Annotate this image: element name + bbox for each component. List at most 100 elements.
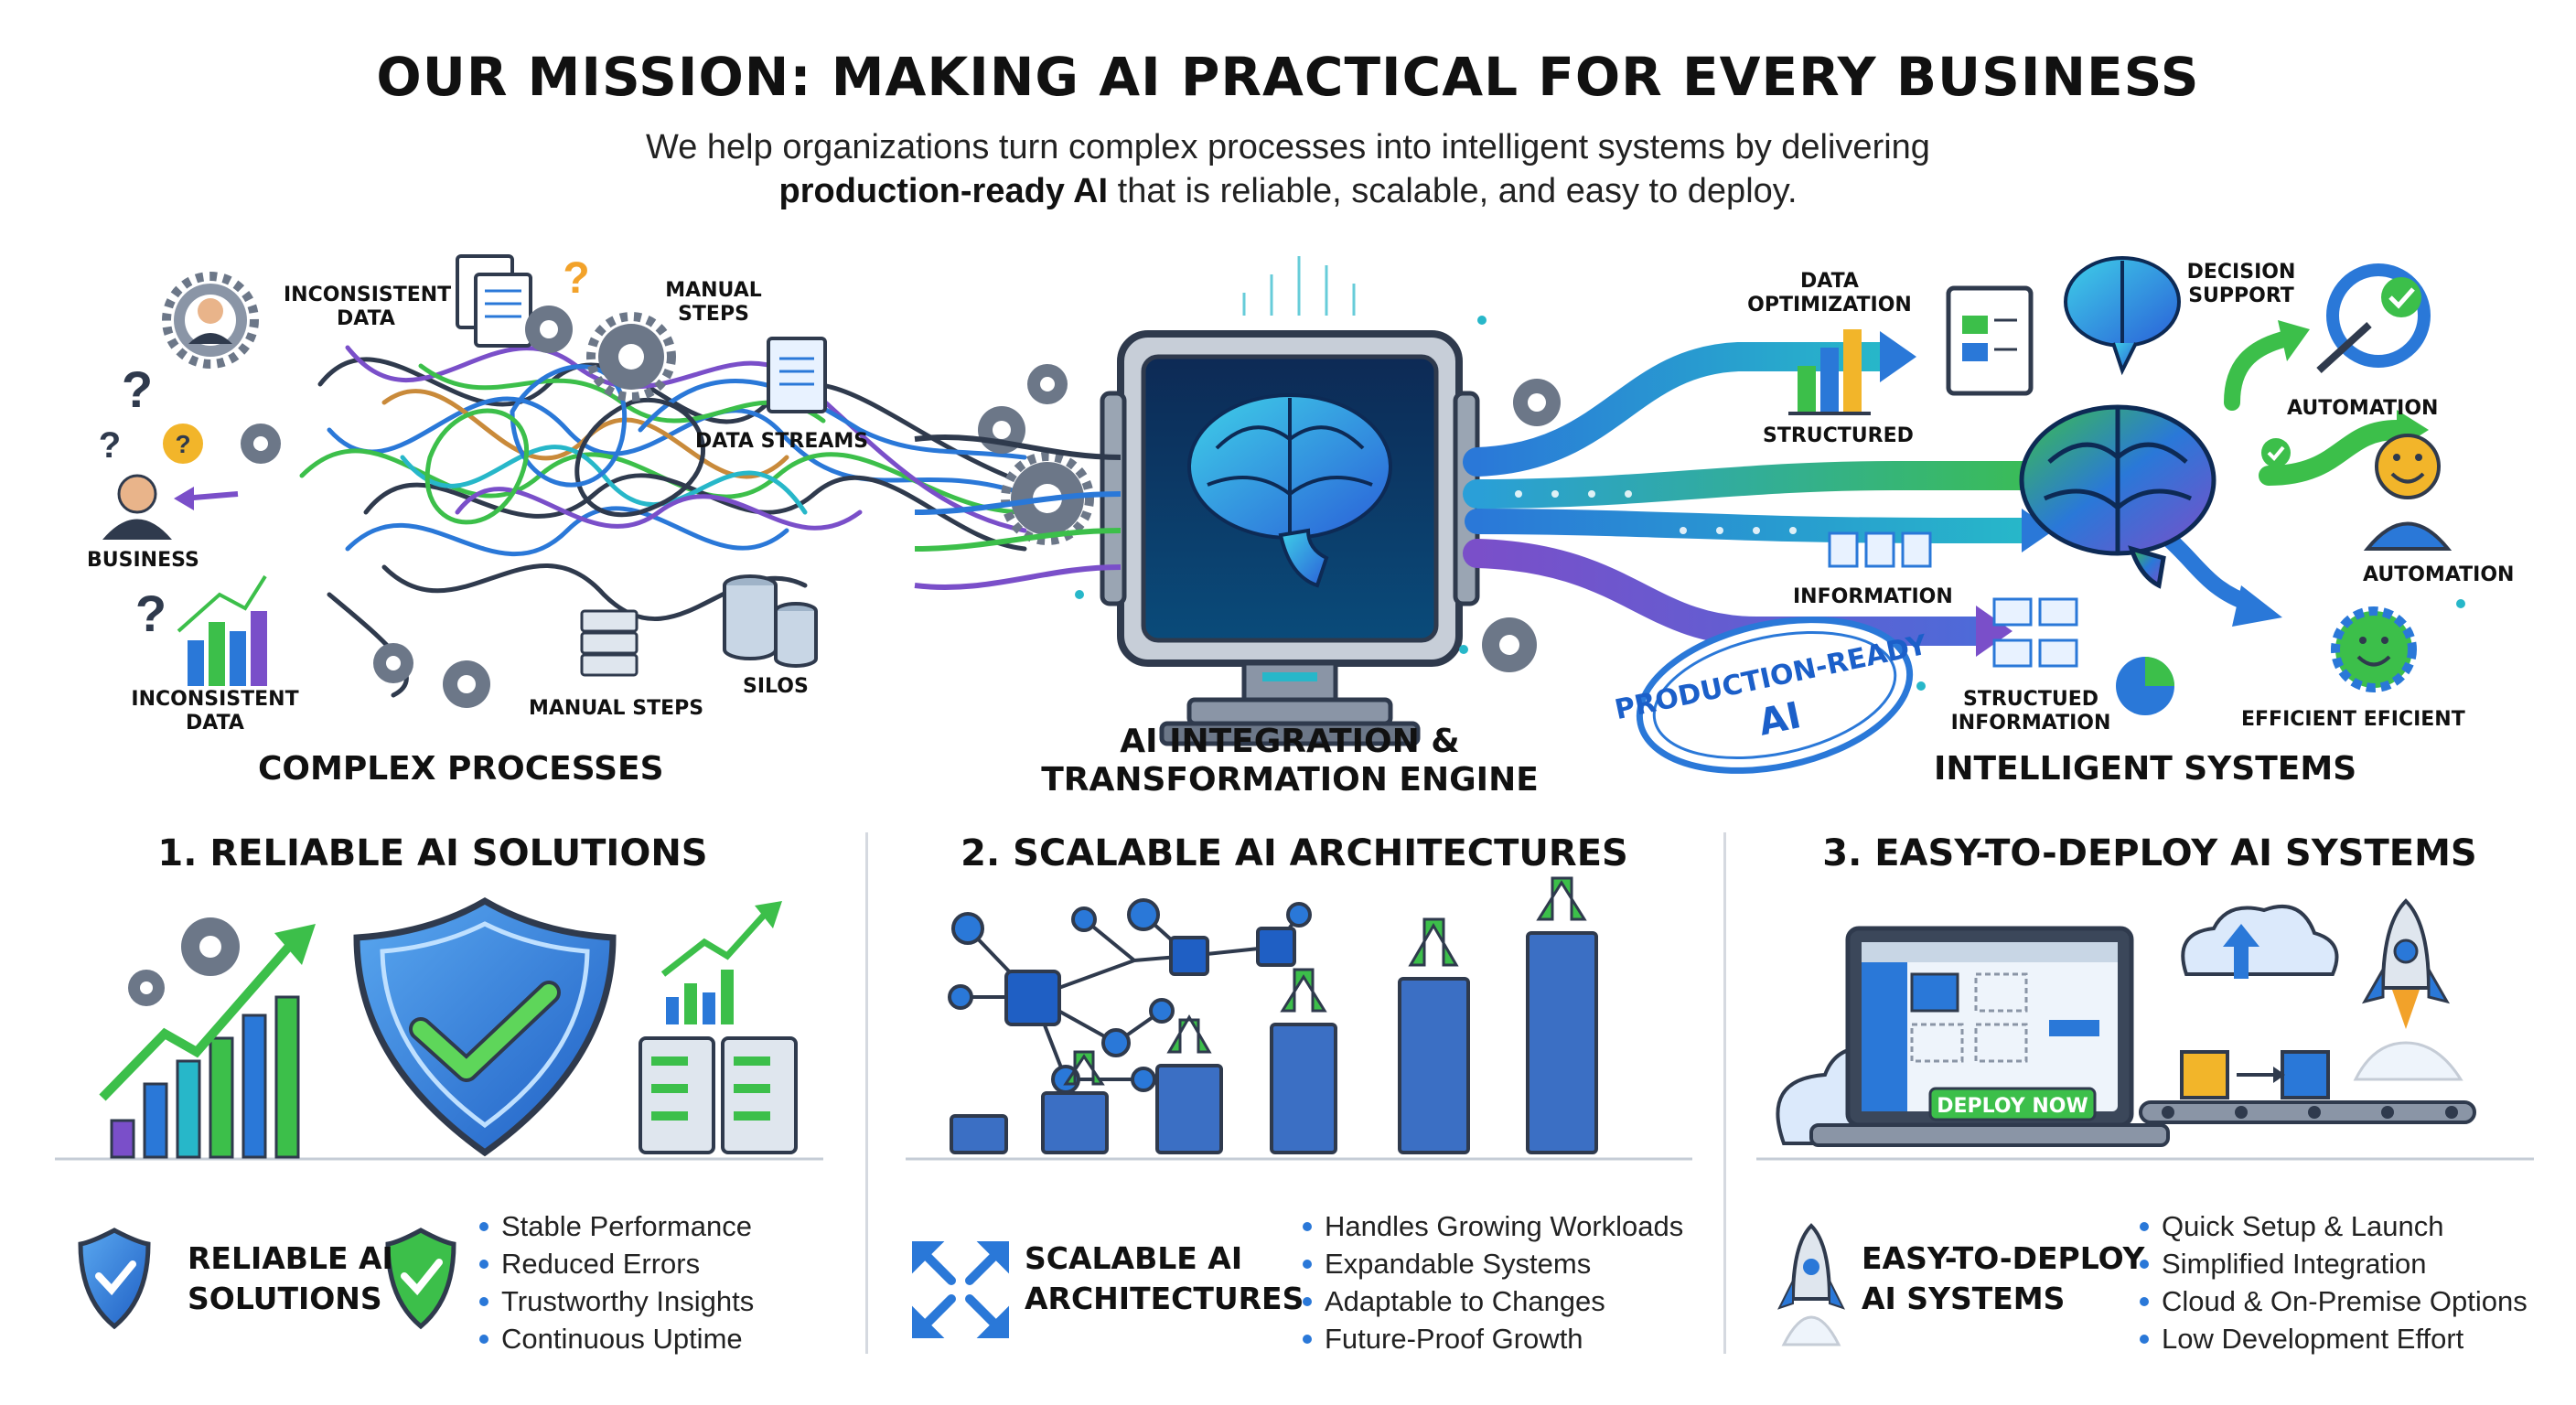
label-manual-steps-top: MANUAL STEPS xyxy=(665,279,762,326)
deploy-now-button-shape: DEPLOY NOW xyxy=(1928,1087,2097,1121)
input-wires xyxy=(914,434,1122,591)
label-manual-steps-bottom: MANUAL STEPS xyxy=(529,697,704,720)
list-item: Reduced Errors xyxy=(476,1245,754,1282)
question-icon: ? xyxy=(563,254,589,303)
green-up-arrows xyxy=(1063,876,1587,1086)
gear-icon xyxy=(128,917,240,1006)
card-deploy: EASY-TO-DEPLOY AI SYSTEMS xyxy=(1862,1239,2144,1319)
question-icon: ? xyxy=(135,585,166,642)
shield-check-icon xyxy=(353,896,617,1157)
bar-chart-icon-right xyxy=(1788,329,1871,415)
list-item: Future-Proof Growth xyxy=(1299,1320,1683,1357)
label-business: BUSINESS xyxy=(87,549,199,572)
caption-engine-line-2: TRANSFORMATION ENGINE xyxy=(1041,761,1539,799)
output-streams xyxy=(1463,330,2407,646)
card-reliable-line-2: SOLUTIONS xyxy=(188,1281,382,1316)
deploy-now-label: DEPLOY NOW xyxy=(1937,1095,2088,1118)
caption-complex-processes: COMPLEX PROCESSES xyxy=(258,750,664,788)
list-item: Trustworthy Insights xyxy=(476,1282,754,1320)
network-nodes xyxy=(948,898,1312,1094)
stamp-line-2: AI xyxy=(1755,694,1804,745)
section-heading-deploy: 3. EASY-TO-DEPLOY AI SYSTEMS xyxy=(1822,832,2477,874)
cloud-upload-icon xyxy=(2181,905,2339,979)
list-item: Cloud & On-Premise Options xyxy=(2136,1282,2528,1320)
brain-icon-decision xyxy=(2064,256,2181,376)
pie-chart-icon xyxy=(2116,657,2174,715)
list-item: Quick Setup & Launch xyxy=(2136,1207,2528,1245)
scalable-bullet-list: Handles Growing Workloads Expandable Sys… xyxy=(1299,1207,1683,1357)
rocket-small-icon xyxy=(1777,1223,1845,1346)
gear-icon xyxy=(162,272,1094,545)
card-scalable-line-2: ARCHITECTURES xyxy=(1025,1281,1304,1316)
label-inconsistent-data-bottom: INCONSISTENT DATA xyxy=(131,688,299,735)
subtitle-line-2: production-ready AI that is reliable, sc… xyxy=(0,172,2576,211)
label-information: INFORMATION xyxy=(1793,585,1953,608)
label-structured-information: STRUCTUED INFORMATION xyxy=(1950,688,2111,735)
mini-bar-chart-icon xyxy=(660,901,782,1024)
sparkle-icon xyxy=(1075,316,2465,691)
list-item: Expandable Systems xyxy=(1299,1245,1683,1282)
list-item: Low Development Effort xyxy=(2136,1320,2528,1357)
subtitle-line-1: We help organizations turn complex proce… xyxy=(646,128,1930,166)
section-divider xyxy=(1723,832,1726,1354)
gear-icon xyxy=(241,306,1561,708)
person-icon-business: ? xyxy=(102,424,203,540)
svg-text:?: ? xyxy=(175,430,190,458)
list-item: Simplified Integration xyxy=(2136,1245,2528,1282)
subtitle-rest: that is reliable, scalable, and easy to … xyxy=(1108,172,1798,210)
server-rack-icon xyxy=(639,1036,798,1154)
label-data-optimization: DATA OPTIMIZATION xyxy=(1747,270,1912,316)
server-icon xyxy=(580,609,639,677)
card-scalable: SCALABLE AI ARCHITECTURES xyxy=(1025,1239,1304,1319)
label-automation-mid: AUTOMATION xyxy=(2363,563,2515,586)
list-item: Adaptable to Changes xyxy=(1299,1282,1683,1320)
card-reliable-line-1: RELIABLE AI xyxy=(188,1240,393,1276)
bar-chart-icon-left xyxy=(177,574,267,686)
check-circle-icon xyxy=(2261,438,2291,467)
laptop-icon xyxy=(1809,926,2170,1147)
subtitle-bold: production-ready AI xyxy=(778,172,1109,210)
question-icon: ? xyxy=(122,360,153,418)
tangled-wires xyxy=(299,345,1027,698)
brain-icon-center xyxy=(1187,393,1392,588)
smile-gear-icon xyxy=(2331,606,2417,692)
database-icon xyxy=(723,574,818,668)
caption-intelligent-systems: INTELLIGENT SYSTEMS xyxy=(1934,750,2357,788)
circuit-lines xyxy=(1242,256,1356,316)
section-heading-reliable: 1. RELIABLE AI SOLUTIONS xyxy=(157,832,708,874)
deploy-bullet-list: Quick Setup & Launch Simplified Integrat… xyxy=(2136,1207,2528,1357)
card-deploy-line-2: AI SYSTEMS xyxy=(1862,1281,2066,1316)
shield-small-icon xyxy=(78,1228,151,1330)
target-check-icon xyxy=(2316,263,2431,373)
shield-check-small-icon xyxy=(385,1228,456,1330)
page-title: OUR MISSION: MAKING AI PRACTICAL FOR EVE… xyxy=(376,46,2200,108)
person-icon-top xyxy=(174,284,247,357)
question-icon: ? xyxy=(99,425,121,466)
card-scalable-line-1: SCALABLE AI xyxy=(1025,1240,1243,1276)
label-data-streams: DATA STREAMS xyxy=(695,430,869,453)
list-item: Continuous Uptime xyxy=(476,1320,754,1357)
stream-dots xyxy=(1515,490,1797,534)
list-item: Stable Performance xyxy=(476,1207,754,1245)
expand-arrows-icon xyxy=(912,1241,1009,1338)
reliable-bullet-list: Stable Performance Reduced Errors Trustw… xyxy=(476,1207,754,1357)
label-structured: STRUCTURED xyxy=(1763,424,1914,447)
label-inconsistent-data-top: INCONSISTENT DATA xyxy=(284,284,452,330)
growth-bar-chart-icon xyxy=(99,924,316,1159)
rocket-icon xyxy=(2353,898,2463,1081)
card-reliable: RELIABLE AI SOLUTIONS xyxy=(188,1239,393,1319)
label-efficient: EFFICIENT EFICIENT xyxy=(2241,708,2465,731)
server-leds xyxy=(651,1056,770,1121)
label-silos: SILOS xyxy=(743,675,809,698)
section-divider xyxy=(865,832,868,1354)
growing-servers-icon xyxy=(950,931,1598,1154)
card-deploy-line-1: EASY-TO-DEPLOY xyxy=(1862,1240,2145,1276)
report-icon xyxy=(1946,285,2034,396)
label-automation-top: AUTOMATION xyxy=(2287,397,2439,420)
table-icon xyxy=(1828,531,2078,668)
section-heading-scalable: 2. SCALABLE AI ARCHITECTURES xyxy=(961,832,1628,874)
happy-person-icon xyxy=(2363,434,2453,551)
brain-icon-intelligent xyxy=(2019,404,2216,589)
caption-engine-line-1: AI INTEGRATION & xyxy=(1120,723,1460,760)
